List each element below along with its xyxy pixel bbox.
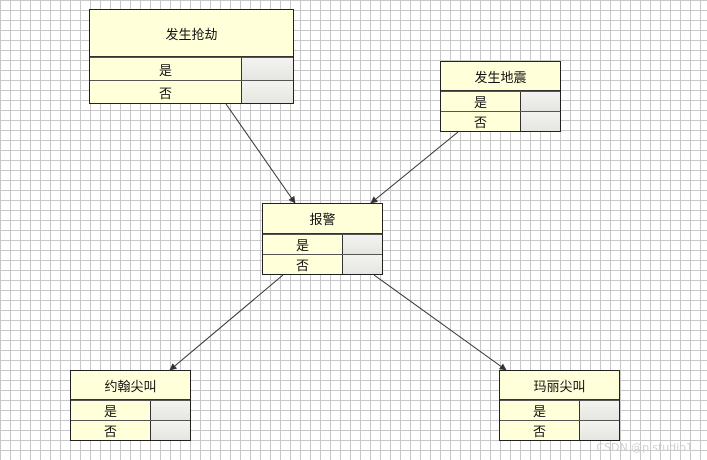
edge-earthquake-alarm (370, 131, 459, 204)
node-title: 发生地震 (441, 62, 560, 91)
state-row-no[interactable]: 否 (90, 80, 293, 103)
state-label: 否 (71, 421, 151, 440)
edge-alarm-john (169, 274, 284, 371)
state-probability-cell (521, 92, 560, 111)
state-row-no[interactable]: 否 (441, 111, 560, 131)
state-probability-cell (151, 401, 190, 420)
state-row-yes[interactable]: 是 (263, 234, 382, 254)
state-label: 是 (263, 235, 343, 254)
node-robbery[interactable]: 发生抢劫 是 否 (89, 9, 294, 104)
state-row-yes[interactable]: 是 (90, 57, 293, 80)
state-probability-cell (242, 58, 293, 80)
state-probability-cell (521, 112, 560, 131)
state-row-yes[interactable]: 是 (441, 91, 560, 111)
watermark: CSDN @pistudio1 (596, 441, 693, 454)
node-title: 约翰尖叫 (71, 371, 190, 400)
state-label: 是 (71, 401, 151, 420)
state-label: 是 (500, 401, 580, 420)
state-row-no[interactable]: 否 (500, 420, 619, 440)
state-label: 是 (441, 92, 521, 111)
state-probability-cell (580, 401, 619, 420)
state-row-yes[interactable]: 是 (71, 400, 190, 420)
state-label: 否 (90, 81, 242, 103)
state-row-yes[interactable]: 是 (500, 400, 619, 420)
node-earthquake[interactable]: 发生地震 是 否 (440, 61, 561, 132)
state-row-no[interactable]: 否 (263, 254, 382, 274)
state-label: 是 (90, 58, 242, 80)
state-label: 否 (263, 255, 343, 274)
node-title: 玛丽尖叫 (500, 371, 619, 400)
node-title: 报警 (263, 204, 382, 234)
edge-robbery-alarm (225, 103, 296, 204)
state-probability-cell (580, 421, 619, 440)
state-probability-cell (151, 421, 190, 440)
state-probability-cell (343, 255, 382, 274)
state-probability-cell (242, 81, 293, 103)
state-label: 否 (441, 112, 521, 131)
state-label: 否 (500, 421, 580, 440)
edge-alarm-mary (373, 274, 507, 371)
node-alarm[interactable]: 报警 是 否 (262, 203, 383, 275)
node-title: 发生抢劫 (90, 10, 293, 57)
node-mary[interactable]: 玛丽尖叫 是 否 (499, 370, 620, 441)
node-john[interactable]: 约翰尖叫 是 否 (70, 370, 191, 441)
state-probability-cell (343, 235, 382, 254)
state-row-no[interactable]: 否 (71, 420, 190, 440)
